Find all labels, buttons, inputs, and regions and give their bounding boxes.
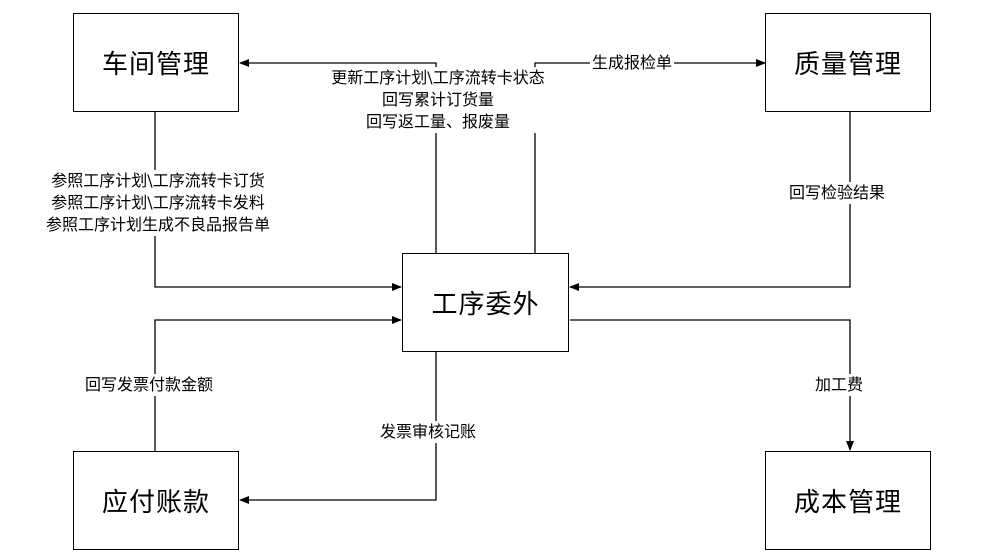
connector-center-to-payable (239, 352, 437, 504)
label-line: 参照工序计划生成不良品报告单 (45, 215, 270, 234)
node-cost-management: 成本管理 (765, 451, 931, 550)
node-workshop-management: 车间管理 (73, 13, 239, 112)
label-center-to-workshop: 更新工序计划\工序流转卡状态 回写累计订货量 回写返工量、报废量 (305, 67, 571, 133)
node-accounts-payable: 应付账款 (73, 451, 239, 550)
connector-quality-to-center (569, 112, 851, 291)
label-center-to-quality: 生成报检单 (590, 52, 675, 74)
connector-payable-to-center (154, 316, 402, 452)
label-line: 回写累计订货量 (381, 90, 494, 109)
label-payable-to-center: 回写发票付款金额 (83, 374, 216, 396)
label-center-to-cost: 加工费 (813, 374, 866, 396)
label-line: 更新工序计划\工序流转卡状态 (331, 68, 545, 87)
connector-center-to-workshop (239, 59, 437, 253)
label-line: 回写返工量、报废量 (365, 112, 510, 131)
label-line: 参照工序计划\工序流转卡发料 (51, 193, 265, 212)
label-quality-to-center: 回写检验结果 (787, 182, 888, 204)
label-workshop-to-center: 参照工序计划\工序流转卡订货 参照工序计划\工序流转卡发料 参照工序计划生成不良… (22, 170, 294, 236)
node-quality-management: 质量管理 (765, 13, 931, 112)
connector-center-to-quality (534, 59, 766, 253)
connector-center-to-cost (570, 319, 854, 451)
label-center-to-payable: 发票审核记账 (378, 421, 479, 443)
node-process-outsourcing: 工序委外 (402, 253, 569, 352)
label-line: 参照工序计划\工序流转卡订货 (51, 171, 265, 190)
